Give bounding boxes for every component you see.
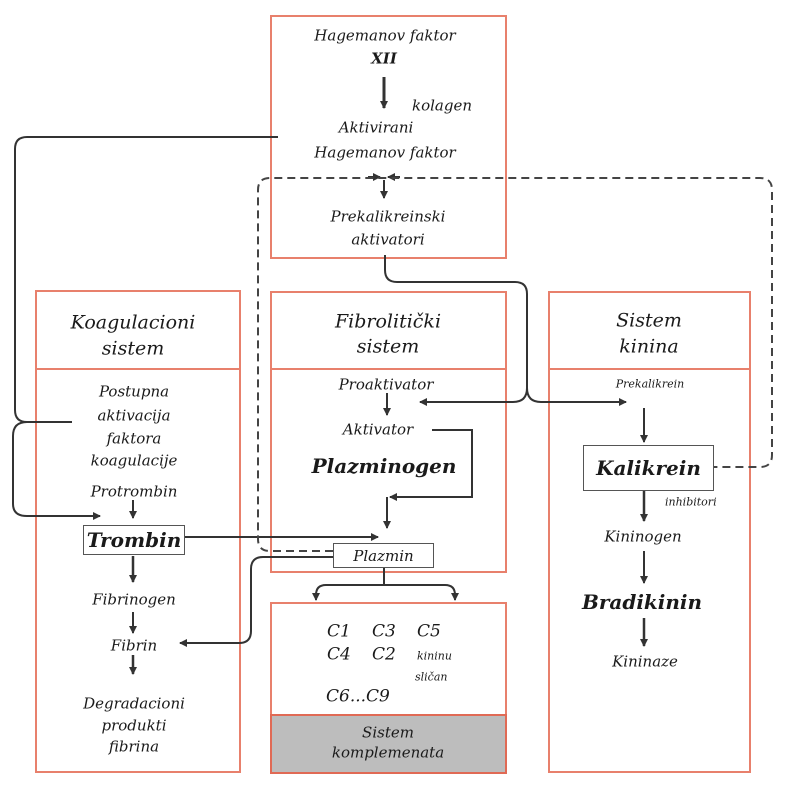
aktivirani-label: Aktivirani bbox=[338, 118, 414, 137]
trombin-box: Trombin bbox=[83, 525, 185, 555]
line-hageman-to-coagulation bbox=[14, 136, 278, 423]
inhibitori-label: inhibitori bbox=[665, 495, 717, 509]
kinin-header-divider bbox=[548, 368, 751, 370]
kalikrein-label: Kalikrein bbox=[596, 456, 701, 480]
kolagen-label: kolagen bbox=[412, 96, 472, 115]
complement-title-line2: komplemenata bbox=[331, 743, 445, 762]
kinin-box bbox=[548, 291, 751, 773]
fibrinolytic-title-line1: Fibrolitički bbox=[334, 310, 442, 333]
arrow-to-proaktivator bbox=[419, 387, 528, 406]
aktivator-label: Aktivator bbox=[342, 420, 414, 439]
fibrinolytic-box bbox=[270, 291, 507, 573]
bradikinin-label: Bradikinin bbox=[581, 590, 703, 614]
coagulation-header-divider bbox=[35, 368, 241, 370]
activated-hageman-label: Hagemanov faktor bbox=[314, 143, 456, 162]
trombin-label: Trombin bbox=[86, 528, 182, 552]
complement-c2: C2 bbox=[372, 644, 396, 665]
fibrin-label: Fibrin bbox=[110, 636, 158, 655]
complement-c4: C4 bbox=[327, 644, 351, 665]
coagulation-step-line3: faktora bbox=[106, 429, 162, 448]
arrow-plazmin-complement-left bbox=[312, 584, 384, 601]
plazmin-label: Plazmin bbox=[353, 546, 414, 565]
kininaze-label: Kininaze bbox=[612, 652, 678, 671]
protrombin-label: Protrombin bbox=[90, 482, 178, 501]
kinin-title-line1: Sistem bbox=[616, 309, 682, 332]
fibrinogen-label: Fibrinogen bbox=[92, 590, 176, 609]
arrow-plazmin-fibrin bbox=[179, 556, 333, 647]
hageman-factor-label: Hagemanov faktor bbox=[314, 26, 456, 45]
aktivatori-label: aktivatori bbox=[351, 230, 425, 249]
complement-slican: sličan bbox=[415, 670, 448, 684]
coagulation-step-line1: Postupna bbox=[98, 382, 170, 401]
coagulation-step-line2: aktivacija bbox=[97, 406, 171, 425]
coagulation-title-line1: Koagulacioni bbox=[70, 311, 196, 334]
arrow-coagulation-to-trombin bbox=[12, 421, 101, 520]
complement-c6-c9: C6...C9 bbox=[326, 686, 390, 707]
coagulation-box bbox=[35, 290, 241, 773]
kinin-title-line2: kinina bbox=[619, 335, 679, 358]
complement-title-panel bbox=[270, 714, 507, 774]
degradation-line3: fibrina bbox=[108, 737, 160, 756]
prekalikreinski-label: Prekalikreinski bbox=[330, 207, 446, 226]
kininogen-label: Kininogen bbox=[604, 527, 682, 546]
arrow-plazmin-complement-right bbox=[384, 584, 459, 601]
complement-title-line1: Sistem bbox=[362, 723, 414, 742]
fibrinolytic-header-divider bbox=[270, 368, 507, 370]
plazminogen-label: Plazminogen bbox=[311, 454, 457, 478]
dashed-feedback-loop bbox=[257, 177, 773, 552]
kalikrein-box: Kalikrein bbox=[583, 445, 714, 491]
proaktivator-label: Proaktivator bbox=[338, 375, 434, 394]
complement-kininu: kininu bbox=[417, 649, 452, 663]
degradation-line1: Degradacioni bbox=[83, 694, 185, 713]
complement-c3: C3 bbox=[372, 621, 396, 642]
plazmin-box: Plazmin bbox=[333, 543, 434, 568]
fibrinolytic-title-line2: sistem bbox=[356, 335, 420, 358]
complement-c5: C5 bbox=[417, 621, 441, 642]
coagulation-step-line4: koagulacije bbox=[90, 451, 178, 470]
line-aktivatori-split bbox=[384, 255, 528, 390]
arrow-aktivator-plazminogen bbox=[389, 429, 473, 501]
prekalikrein-label: Prekalikrein bbox=[615, 377, 685, 391]
factor-xii-label: XII bbox=[371, 49, 397, 68]
coagulation-title-line2: sistem bbox=[101, 337, 165, 360]
arrow-to-prekalikrein bbox=[526, 387, 627, 406]
complement-c1: C1 bbox=[327, 621, 351, 642]
degradation-line2: produkti bbox=[101, 716, 167, 735]
